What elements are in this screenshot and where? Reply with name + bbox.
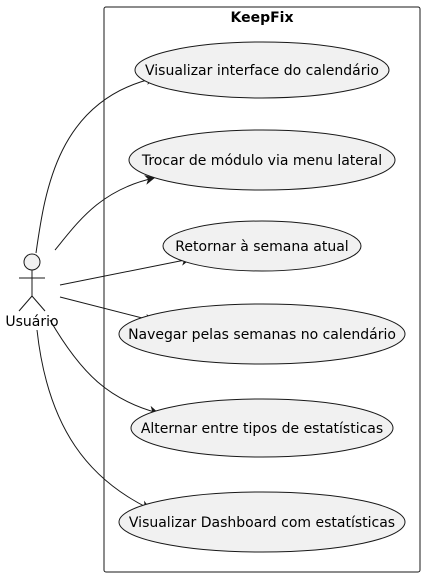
association-uc1 [35, 75, 156, 254]
use-case[interactable]: Visualizar Dashboard com estatísticas [118, 491, 406, 553]
association-uc6 [36, 329, 151, 510]
actor-right-leg [31, 295, 46, 312]
use-case-ellipse [130, 398, 394, 458]
system-title: KeepFix [230, 10, 293, 26]
use-case[interactable]: Retornar à semana atual [162, 220, 362, 272]
use-case-label: Visualizar interface do calendário [145, 63, 379, 79]
use-case-ellipse [118, 491, 406, 553]
association-uc5 [49, 319, 159, 416]
actor-left-leg [18, 295, 33, 312]
use-case[interactable]: Visualizar interface do calendário [134, 41, 390, 99]
use-case-ellipse [134, 41, 390, 99]
use-case-label: Visualizar Dashboard com estatísticas [129, 515, 395, 531]
use-case[interactable]: Trocar de módulo via menu lateral [128, 129, 396, 191]
use-case-label: Retornar à semana atual [175, 239, 348, 255]
use-case-label: Navegar pelas semanas no calendário [128, 327, 396, 343]
association-uc4 [59, 296, 155, 324]
use-case[interactable]: Navegar pelas semanas no calendário [118, 303, 406, 365]
actor[interactable]: Usuário [5, 253, 59, 330]
use-case-ellipse [162, 220, 362, 272]
associations [35, 75, 191, 510]
actor-head [23, 253, 41, 271]
use-case-label: Alternar entre tipos de estatísticas [141, 421, 383, 437]
use-case[interactable]: Alternar entre tipos de estatísticas [130, 398, 394, 458]
association-uc2 [54, 175, 155, 251]
use-case-label: Trocar de módulo via menu lateral [141, 153, 382, 169]
use-cases: Visualizar interface do calendário Troca… [118, 41, 406, 553]
use-case-ellipse [128, 129, 396, 191]
actor-name: Usuário [5, 314, 58, 330]
use-case-ellipse [118, 303, 406, 365]
association-uc3 [59, 255, 191, 286]
